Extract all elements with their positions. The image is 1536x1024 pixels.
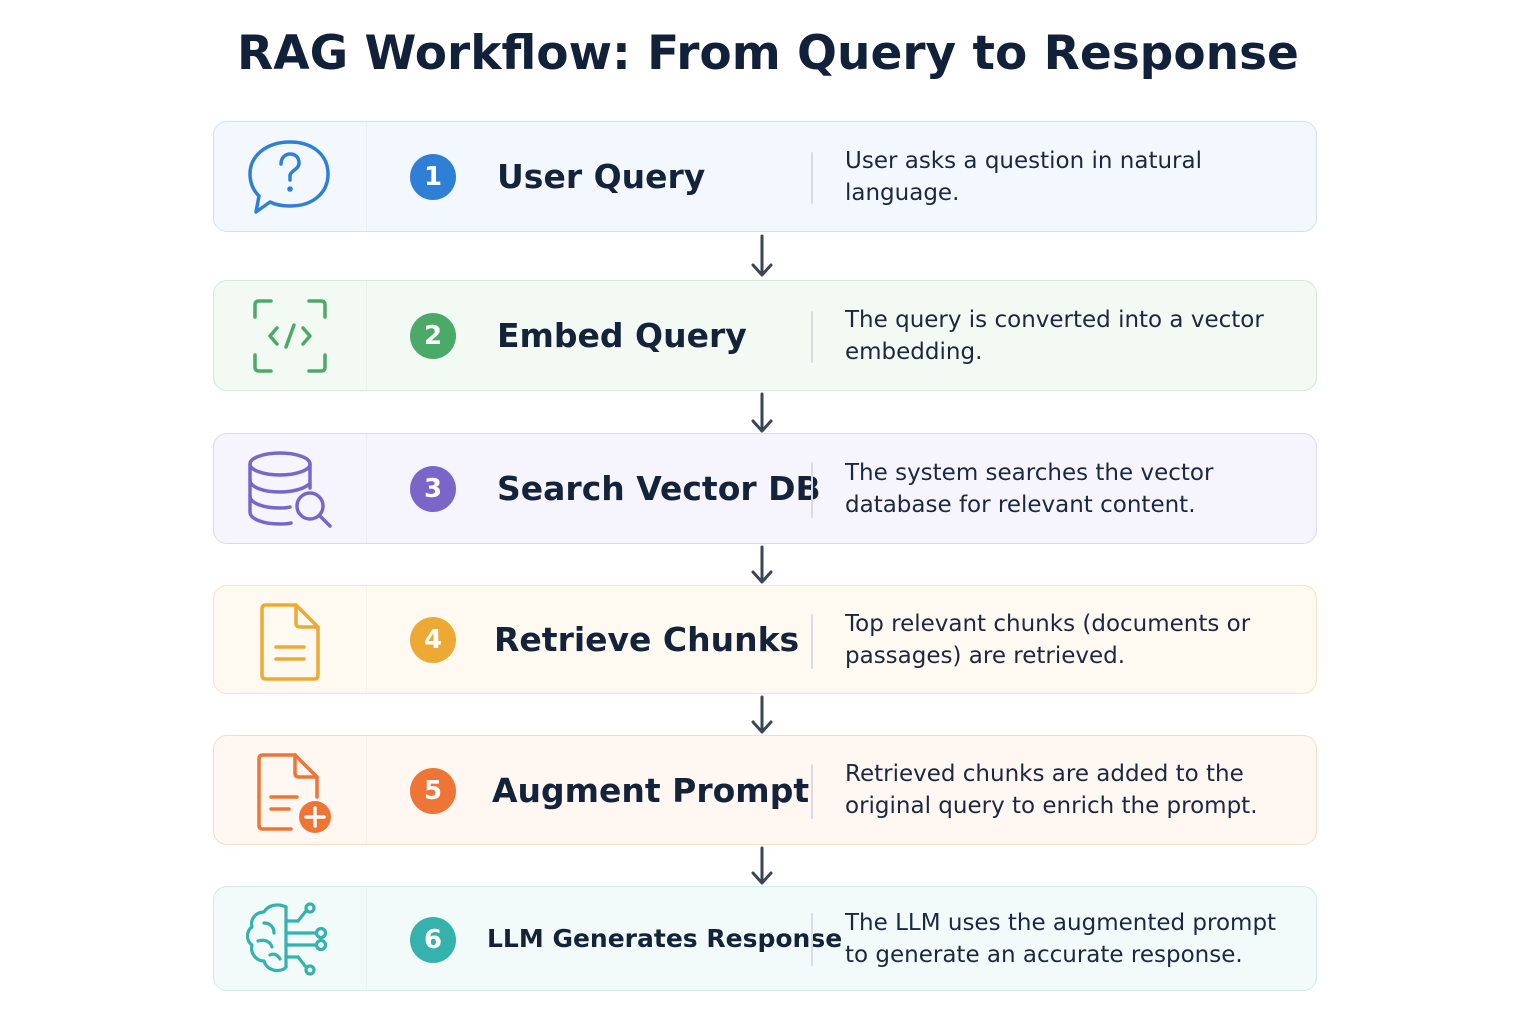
database-search-icon xyxy=(248,450,332,528)
divider xyxy=(811,311,813,363)
arrow-down-icon xyxy=(751,846,773,885)
divider xyxy=(811,152,813,204)
step-description: User asks a question in natural language… xyxy=(845,147,1202,206)
step-description: Top relevant chunks (documents or passag… xyxy=(845,610,1251,669)
step-llm-generates-response: 6 LLM Generates Response The LLM uses th… xyxy=(213,886,1317,991)
step-search-vector-db: 3 Search Vector DB The system searches t… xyxy=(213,433,1317,544)
arrow-down-icon xyxy=(751,234,773,277)
code-embed-icon xyxy=(253,298,327,373)
divider xyxy=(811,913,813,966)
step-title: Retrieve Chunks xyxy=(494,620,800,659)
step-description: The system searches the vector database … xyxy=(845,459,1214,518)
arrow-down-icon xyxy=(751,545,773,584)
divider xyxy=(811,462,813,518)
step-retrieve-chunks: 4 Retrieve Chunks Top relevant chunks (d… xyxy=(213,585,1317,694)
step-number-badge: 2 xyxy=(410,313,456,359)
step-augment-prompt: 5 Augment Prompt Retrieved chunks are ad… xyxy=(213,735,1317,845)
arrow-down-icon xyxy=(751,695,773,734)
step-description: Retrieved chunks are added to the origin… xyxy=(845,761,1258,819)
step-title: LLM Generates Response xyxy=(487,924,843,953)
step-embed-query: 2 Embed Query The query is converted int… xyxy=(213,280,1317,391)
step-title: Augment Prompt xyxy=(492,770,810,810)
question-bubble-icon xyxy=(248,139,330,214)
document-add-icon xyxy=(257,753,331,833)
step-title: Embed Query xyxy=(497,316,747,355)
step-number-badge: 1 xyxy=(410,154,456,200)
step-title: Search Vector DB xyxy=(497,469,821,508)
divider xyxy=(811,614,813,669)
step-title: User Query xyxy=(497,157,706,196)
step-description: The query is converted into a vector emb… xyxy=(845,306,1264,365)
step-number-badge: 4 xyxy=(410,617,456,663)
page-title: RAG Workflow: From Query to Response xyxy=(237,26,1299,81)
step-number-badge: 3 xyxy=(410,466,456,512)
divider xyxy=(811,764,813,819)
step-number-badge: 5 xyxy=(410,768,456,814)
document-icon xyxy=(260,602,320,681)
step-user-query: 1 User Query User asks a question in nat… xyxy=(213,121,1317,232)
step-number-badge: 6 xyxy=(410,917,456,963)
arrow-down-icon xyxy=(751,392,773,433)
ai-brain-icon xyxy=(245,901,328,976)
step-description: The LLM uses the augmented prompt to gen… xyxy=(845,909,1277,968)
